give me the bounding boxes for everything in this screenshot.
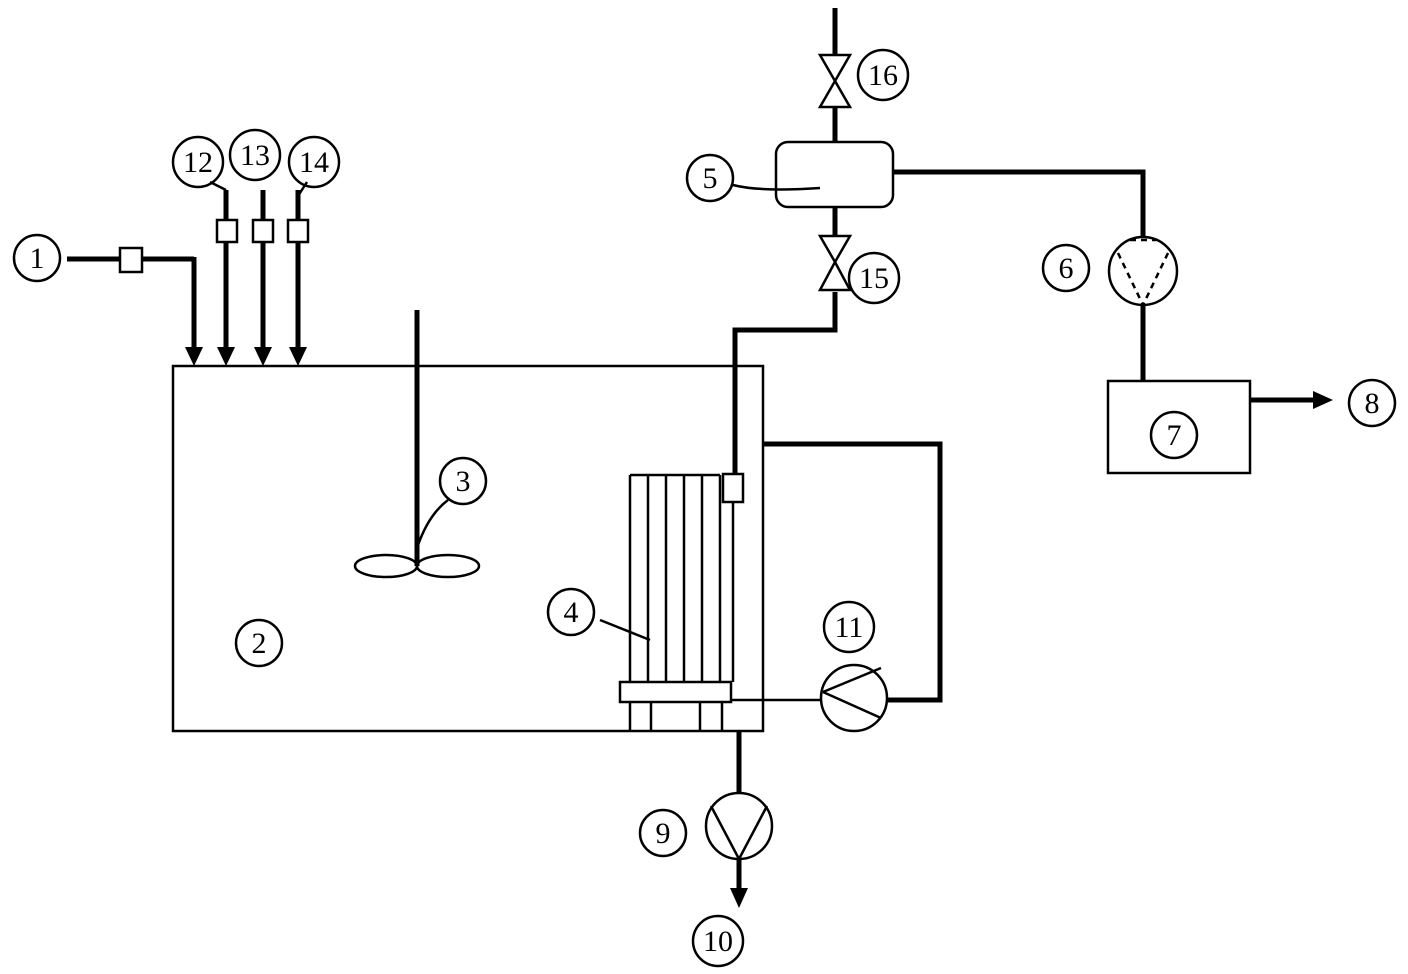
label-7: 7 <box>1149 410 1199 460</box>
svg-text:15: 15 <box>859 262 889 295</box>
stirrer-blade-right <box>415 553 481 579</box>
membrane-base <box>618 680 733 704</box>
label-4: 4 <box>546 587 596 637</box>
svg-text:13: 13 <box>240 139 270 172</box>
label-2: 2 <box>234 618 284 668</box>
pump-9 <box>704 791 774 861</box>
label-10: 10 <box>691 914 745 968</box>
reactor-tank <box>171 364 765 733</box>
svg-text:11: 11 <box>835 611 864 644</box>
svg-text:1: 1 <box>30 242 45 275</box>
label-9: 9 <box>638 808 688 858</box>
svg-text:2: 2 <box>252 627 267 660</box>
dosing-line-14 <box>286 181 310 366</box>
label-15: 15 <box>847 251 901 305</box>
svg-text:8: 8 <box>1365 387 1380 420</box>
pump-6 <box>1107 235 1179 307</box>
label-3: 3 <box>438 456 488 506</box>
label-6: 6 <box>1041 243 1091 293</box>
label-12: 12 <box>171 135 225 189</box>
svg-text:16: 16 <box>868 59 898 92</box>
membrane-header-box <box>721 472 745 504</box>
svg-text:14: 14 <box>299 146 329 179</box>
valve-16 <box>817 8 853 142</box>
permeate-line <box>732 292 838 474</box>
inlet-flow-meter <box>118 246 144 274</box>
label-11: 11 <box>822 600 876 654</box>
svg-text:7: 7 <box>1167 419 1182 452</box>
membrane-module <box>599 472 745 731</box>
svg-text:5: 5 <box>703 162 718 195</box>
svg-text:4: 4 <box>564 596 579 629</box>
label-5: 5 <box>685 153 735 203</box>
inlet-line-1 <box>67 246 203 366</box>
label-1: 1 <box>12 233 62 283</box>
label-16: 16 <box>856 48 910 102</box>
dosing-line-13 <box>251 190 275 366</box>
stirrer-blade-left <box>353 553 419 579</box>
label-14: 14 <box>287 135 341 189</box>
dosing-line-12 <box>209 180 239 366</box>
label-13: 13 <box>228 128 282 182</box>
svg-text:12: 12 <box>183 146 213 179</box>
recirculation-loop <box>731 441 943 703</box>
outlet-line-6 <box>893 169 1146 237</box>
svg-text:6: 6 <box>1059 252 1074 285</box>
svg-text:10: 10 <box>703 925 733 958</box>
stirrer <box>353 310 481 579</box>
svg-text:3: 3 <box>456 465 471 498</box>
valve-15 <box>817 207 853 292</box>
buffer-tank <box>774 140 895 209</box>
pump-11 <box>819 663 889 733</box>
label-8: 8 <box>1347 378 1397 428</box>
device-7 <box>1106 379 1252 475</box>
svg-text:9: 9 <box>656 817 671 850</box>
